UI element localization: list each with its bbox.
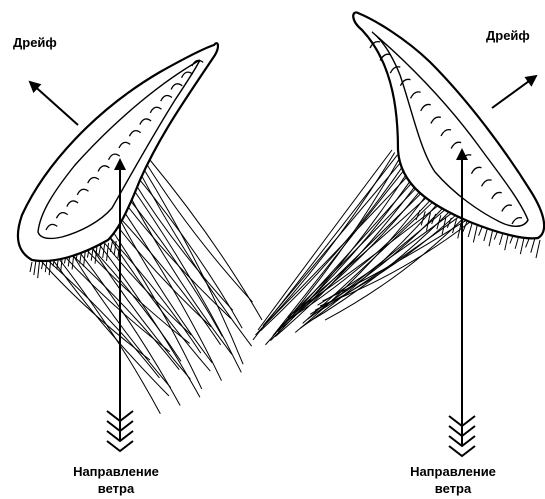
left-tentacle (53, 251, 160, 413)
right-fringe (536, 240, 540, 258)
left-wind-label-line1: Направление (73, 464, 159, 479)
right-fringe (473, 224, 477, 242)
left-tentacle (116, 192, 230, 319)
left-fringe (30, 262, 32, 272)
right-drift-label: Дрейф (486, 28, 530, 43)
right-tentacle (268, 170, 414, 322)
right-tentacle (288, 180, 424, 318)
left-fringe (99, 245, 101, 255)
right-drift-arrow (492, 76, 536, 108)
right-wind-label-line2: ветра (435, 481, 472, 496)
right-float-outline (353, 12, 544, 238)
left-fringe (110, 242, 112, 252)
left-drift-label: Дрейф (13, 35, 57, 50)
left-fringe (38, 260, 40, 278)
left-tentacle (120, 188, 222, 336)
left-float-outline (18, 43, 218, 261)
right-organism: Дрейф Направление ветра (253, 12, 544, 496)
left-tentacle (79, 227, 190, 379)
right-wind-label-line1: Направление (410, 464, 496, 479)
left-tentacle (49, 255, 168, 396)
right-fringe (468, 223, 472, 237)
left-wind-label-line2: ветра (98, 481, 135, 496)
right-fringe (531, 239, 535, 253)
right-tentacle (273, 165, 408, 336)
left-organism: Дрейф Направление ветра (13, 35, 262, 496)
left-drift-arrow (30, 82, 78, 125)
left-fringe (34, 261, 36, 275)
